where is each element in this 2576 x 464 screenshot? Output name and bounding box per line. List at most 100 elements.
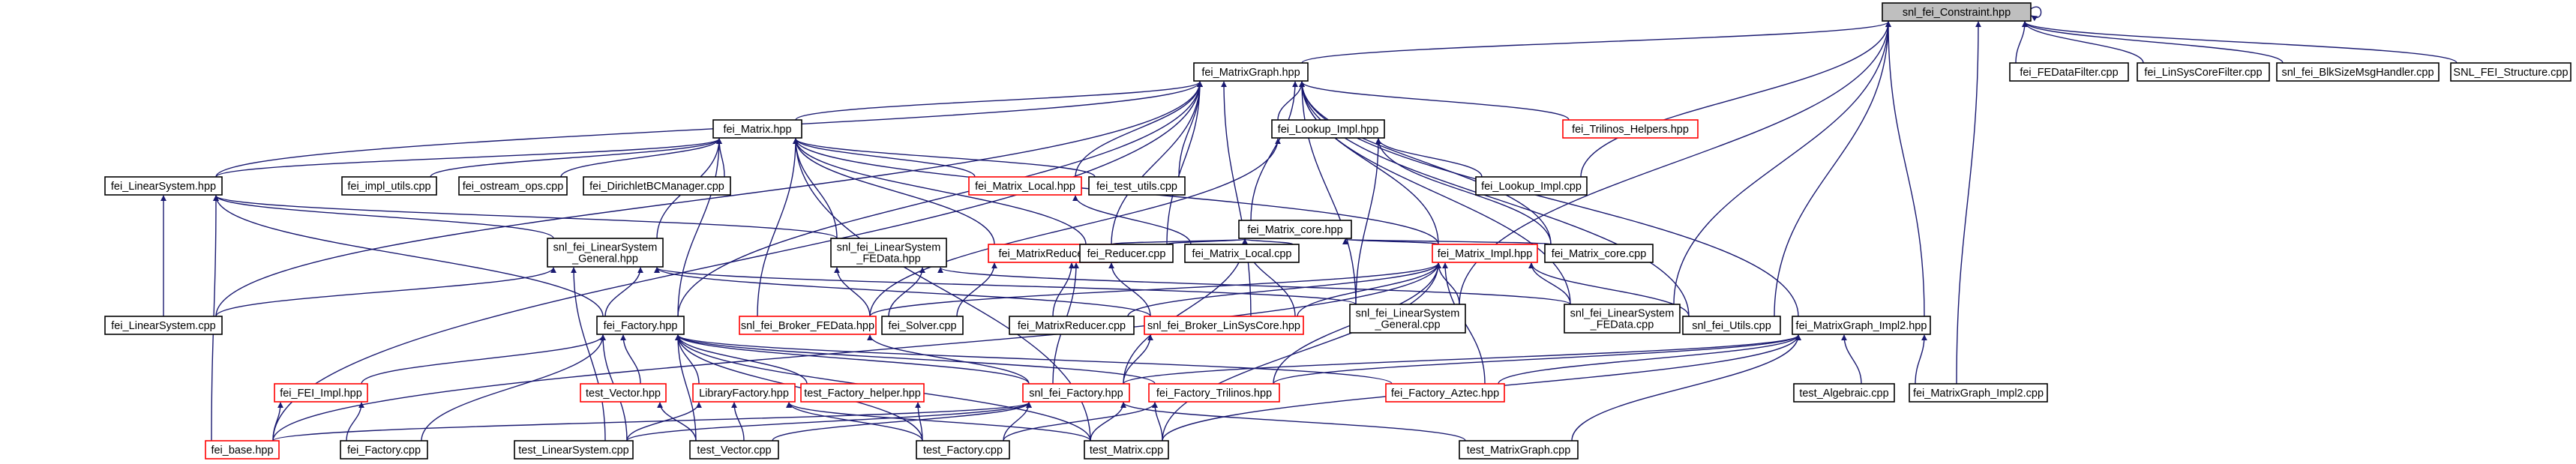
node-factoryhpp[interactable]: fei_Factory.hpp bbox=[596, 316, 685, 335]
node-testfactorycpp[interactable]: test_Factory.cpp bbox=[916, 440, 1010, 460]
node-label: fei_Trilinos_Helpers.hpp bbox=[1572, 124, 1689, 136]
node-brokerlinsys[interactable]: snl_fei_Broker_LinSysCore.hpp bbox=[1144, 316, 1304, 335]
node-label: _FEData.cpp bbox=[1590, 319, 1654, 331]
node-snllsfedatahpp[interactable]: snl_fei_LinearSystem_FEData.hpp bbox=[830, 238, 947, 268]
node-snlfactoryhpp[interactable]: snl_fei_Factory.hpp bbox=[1022, 383, 1130, 403]
edge-testalgebraic-to-mgimpl2hpp bbox=[1841, 334, 1862, 385]
node-label: snl_fei_Broker_LinSysCore.hpp bbox=[1147, 320, 1300, 332]
node-feibasehpp[interactable]: fei_base.hpp bbox=[205, 440, 280, 460]
edge-testmgcpp-to-snlfactoryhpp bbox=[1120, 402, 1466, 442]
node-box bbox=[916, 440, 1010, 460]
node-box bbox=[1909, 383, 2048, 403]
node-label: fei_Matrix_Local.hpp bbox=[975, 181, 1075, 193]
edge-brokerlinsys-to-matriximplhpp bbox=[1297, 262, 1441, 317]
edge-reducercpp-to-matrixhpp bbox=[793, 138, 1087, 245]
node-snlfeistructure[interactable]: SNL_FEI_Structure.cpp bbox=[2450, 62, 2572, 82]
node-matrixcorehpp[interactable]: fei_Matrix_core.hpp bbox=[1238, 220, 1352, 239]
edge-trilinoshelpers-to-mgh bbox=[1299, 81, 1570, 121]
node-matriximplhpp[interactable]: fei_Matrix_Impl.hpp bbox=[1432, 244, 1538, 263]
node-label: test_Factory_helper.hpp bbox=[804, 388, 921, 400]
edge-matrixcorecpp-to-matrixcorehpp bbox=[1342, 238, 1552, 245]
node-box bbox=[1792, 316, 1931, 335]
edge-factorytrilinos-to-mgimpl2hpp bbox=[1273, 334, 1801, 385]
node-testvectorcpp[interactable]: test_Vector.cpp bbox=[689, 440, 779, 460]
node-mgimpl2cpp[interactable]: fei_MatrixGraph_Impl2.cpp bbox=[1909, 383, 2048, 403]
node-label: fei_LinearSystem.cpp bbox=[111, 320, 215, 332]
node-linsyscpp[interactable]: fei_LinearSystem.cpp bbox=[104, 316, 223, 335]
node-label: test_LinearSystem.cpp bbox=[518, 445, 629, 457]
node-label: fei_Solver.cpp bbox=[888, 320, 956, 332]
nodes-layer: snl_fei_Constraint.hpp fei_MatrixGraph.hp… bbox=[104, 2, 2572, 460]
node-trilinoshelpers[interactable]: fei_Trilinos_Helpers.hpp bbox=[1562, 119, 1699, 139]
node-testalgebraic[interactable]: test_Algebraic.cpp bbox=[1793, 383, 1895, 403]
node-label: SNL_FEI_Structure.cpp bbox=[2453, 67, 2568, 79]
node-implutils[interactable]: fei_impl_utils.cpp bbox=[341, 176, 437, 196]
node-testmatrixcpp[interactable]: test_Matrix.cpp bbox=[1084, 440, 1169, 460]
edge-feibasehpp-to-mgh bbox=[272, 81, 1203, 442]
node-testvectorhpp[interactable]: test_Vector.hpp bbox=[580, 383, 667, 403]
edge-blksize-to-root bbox=[2022, 21, 2284, 64]
node-root[interactable]: snl_fei_Constraint.hpp bbox=[1882, 2, 2032, 22]
node-matrixlocalhpp[interactable]: fei_Matrix_Local.hpp bbox=[968, 176, 1082, 196]
node-matrixcorecpp[interactable]: fei_Matrix_core.cpp bbox=[1544, 244, 1654, 263]
node-box bbox=[1022, 383, 1130, 403]
node-linsyscorefilter[interactable]: fei_LinSysCoreFilter.cpp bbox=[2137, 62, 2270, 82]
edge-feibasehpp-to-snlfactoryhpp bbox=[272, 402, 1032, 442]
node-label: fei_DirichletBCManager.cpp bbox=[589, 181, 724, 193]
node-blksize[interactable]: snl_fei_BlkSizeMsgHandler.cpp bbox=[2276, 62, 2440, 82]
node-label: fei_Factory_Trilinos.hpp bbox=[1156, 388, 1272, 400]
node-matrixlocalcpp[interactable]: fei_Matrix_Local.cpp bbox=[1184, 244, 1300, 263]
edge-factoryhpp-to-snllsgenhpp bbox=[604, 267, 643, 317]
edge-snlfactoryhpp-to-mgimpl2hpp bbox=[1123, 334, 1801, 385]
edge-testvectorcpp-to-testvectorhpp bbox=[657, 402, 697, 442]
node-factoryaztec[interactable]: fei_Factory_Aztec.hpp bbox=[1385, 383, 1505, 403]
node-mgimpl2hpp[interactable]: fei_MatrixGraph_Impl2.hpp bbox=[1792, 316, 1931, 335]
node-ostreamops[interactable]: fei_ostream_ops.cpp bbox=[458, 176, 568, 196]
edge-snllsgencpp-to-lookupimplhpp bbox=[1355, 138, 1381, 305]
node-dirichlet[interactable]: fei_DirichletBCManager.cpp bbox=[583, 176, 731, 196]
edge-feiimplhpp-to-factoryhpp bbox=[361, 334, 606, 385]
node-box bbox=[2276, 62, 2440, 82]
node-label: test_Factory.cpp bbox=[923, 445, 1003, 457]
node-snlutils[interactable]: snl_fei_Utils.cpp bbox=[1682, 316, 1781, 335]
node-feiimplhpp[interactable]: fei_FEI_Impl.hpp bbox=[274, 383, 368, 403]
node-linsyshpp[interactable]: fei_LinearSystem.hpp bbox=[104, 176, 223, 196]
node-box bbox=[881, 316, 964, 335]
node-snllsfedatacpp[interactable]: snl_fei_LinearSystem_FEData.cpp bbox=[1564, 304, 1681, 334]
node-matrixhpp[interactable]: fei_Matrix.hpp bbox=[712, 119, 802, 139]
node-snllsgenhpp[interactable]: snl_fei_LinearSystem_General.hpp bbox=[547, 238, 664, 268]
node-label: fei_Factory.cpp bbox=[347, 445, 421, 457]
node-matrixreducercpp[interactable]: fei_MatrixReducer.cpp bbox=[1009, 316, 1135, 335]
node-snllsgencpp[interactable]: snl_fei_LinearSystem_General.cpp bbox=[1349, 304, 1466, 334]
node-solvercpp[interactable]: fei_Solver.cpp bbox=[881, 316, 964, 335]
node-testutils[interactable]: fei_test_utils.cpp bbox=[1088, 176, 1186, 196]
edge-linsyscpp-to-mgh bbox=[215, 81, 1203, 317]
node-label: test_Matrix.cpp bbox=[1090, 445, 1163, 457]
edge-snllsgencpp-to-snllsgenhpp bbox=[654, 267, 1357, 305]
node-box bbox=[458, 176, 568, 196]
edge-matrixcorecpp-to-lookupimplhpp bbox=[1375, 138, 1552, 245]
node-fedatafilter[interactable]: fei_FEDataFilter.cpp bbox=[2009, 62, 2129, 82]
node-reducercpp[interactable]: fei_Reducer.cpp bbox=[1079, 244, 1174, 263]
node-box bbox=[1193, 62, 1309, 82]
node-factorytrilinos[interactable]: fei_Factory_Trilinos.hpp bbox=[1148, 383, 1280, 403]
node-box bbox=[1271, 119, 1385, 139]
node-libfactoryhpp[interactable]: LibraryFactory.hpp bbox=[692, 383, 796, 403]
edge-brokerlinsys-to-snllsgenhpp bbox=[654, 267, 1151, 317]
node-brokerfedata[interactable]: snl_fei_Broker_FEData.hpp bbox=[739, 316, 877, 335]
node-lookupimplhpp[interactable]: fei_Lookup_Impl.hpp bbox=[1271, 119, 1385, 139]
node-label: fei_Matrix_Local.cpp bbox=[1192, 248, 1292, 260]
node-lookupimplcpp[interactable]: fei_Lookup_Impl.cpp bbox=[1475, 176, 1588, 196]
node-label: fei_Factory.hpp bbox=[604, 320, 678, 332]
node-label: _FEData.hpp bbox=[856, 253, 920, 265]
node-factorycpp[interactable]: fei_Factory.cpp bbox=[340, 440, 428, 460]
node-label: fei_ostream_ops.cpp bbox=[463, 181, 564, 193]
node-label: fei_impl_utils.cpp bbox=[347, 181, 430, 193]
edge-factoryaztec-to-factoryhpp bbox=[675, 334, 1393, 385]
edge-testfactorycpp-to-libfactoryhpp bbox=[786, 402, 923, 442]
node-box bbox=[1544, 244, 1654, 263]
node-mgh[interactable]: fei_MatrixGraph.hpp bbox=[1193, 62, 1309, 82]
node-testfactoryhelper[interactable]: test_Factory_helper.hpp bbox=[800, 383, 925, 403]
node-testmgcpp[interactable]: test_MatrixGraph.cpp bbox=[1459, 440, 1579, 460]
node-testlinsyscpp[interactable]: test_LinearSystem.cpp bbox=[514, 440, 634, 460]
